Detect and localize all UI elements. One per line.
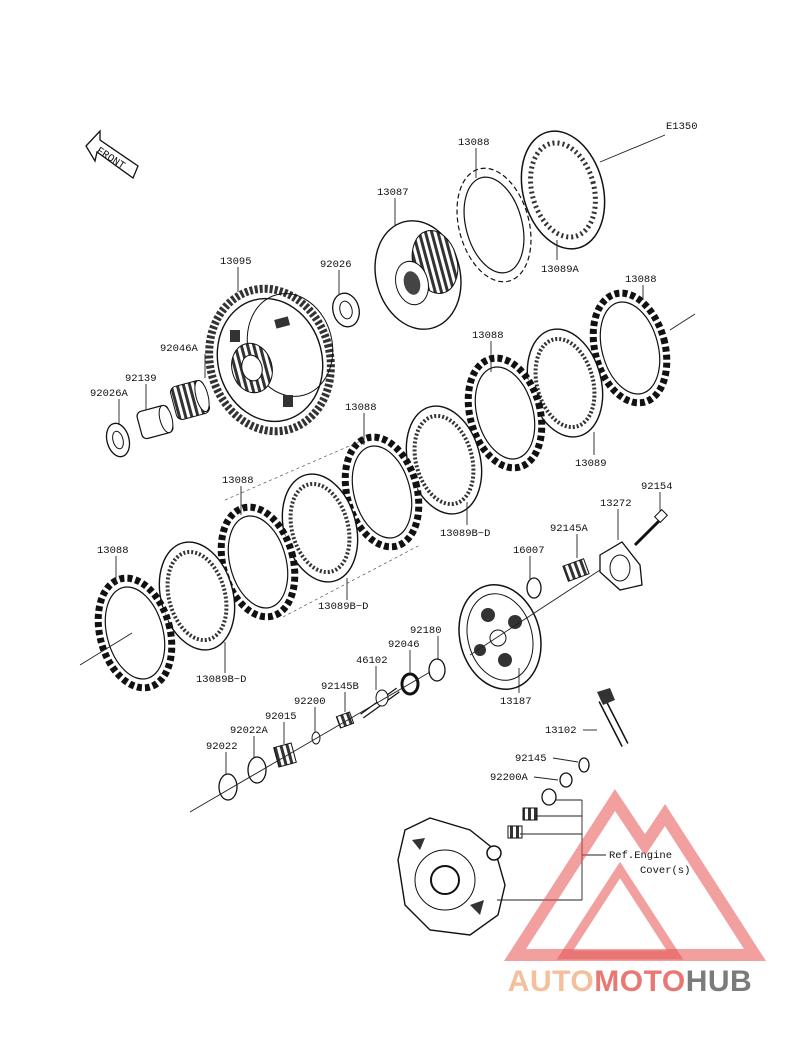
label-92139: 92139: [125, 373, 157, 385]
watermark-part-auto: AUTO: [507, 965, 595, 998]
watermark-part-hub: HUB: [685, 965, 753, 998]
steel-plate-13089: [526, 328, 604, 438]
steel-plate-left-lower: [158, 541, 236, 651]
friction-plate-middle: [341, 433, 423, 551]
washer-92026: [332, 292, 360, 328]
label-92046: 92046: [388, 639, 420, 651]
label-92154: 92154: [641, 481, 673, 493]
washer-92022a: [247, 756, 267, 784]
label-92145: 92145: [515, 753, 547, 765]
label-92026a: 92026A: [90, 388, 129, 400]
washer-92200a: [559, 772, 573, 788]
spring-92145a: [562, 558, 590, 582]
label-13089bd-right: 13089B~D: [440, 528, 490, 540]
washer-92180: [428, 658, 446, 682]
sleeve-92139: [136, 404, 174, 440]
label-92200: 92200: [294, 696, 326, 708]
automotohub-watermark: AUTOMOTOHUB: [470, 785, 790, 1000]
friction-plate-right-upper: [589, 289, 671, 407]
friction-plate-top: [456, 167, 532, 283]
label-16007: 16007: [513, 545, 545, 557]
ring-16007: [526, 577, 542, 599]
nut-92015: [273, 742, 297, 768]
label-13088-left-middle: 13088: [222, 475, 254, 487]
label-92200a: 92200A: [490, 772, 529, 784]
label-13095: 13095: [220, 256, 252, 268]
watermark-part-moto: MOTO: [594, 965, 686, 998]
release-lever-13102: [597, 688, 629, 747]
pressure-plate-13187: [458, 584, 542, 690]
label-92026: 92026: [320, 259, 352, 271]
label-13089: 13089: [575, 458, 607, 470]
label-13089a: 13089A: [541, 264, 580, 276]
label-92015: 92015: [265, 711, 297, 723]
washer-92022: [218, 773, 238, 801]
cover-small-parts: [507, 788, 557, 839]
label-92022: 92022: [206, 741, 238, 753]
label-92145a: 92145A: [550, 523, 589, 535]
label-13088-right-middle: 13088: [472, 330, 504, 342]
triangle-logo-icon: [503, 789, 766, 961]
needle-bearing-92046a: [170, 379, 210, 420]
diagram-code: E1350: [666, 121, 698, 133]
label-46102: 46102: [356, 655, 388, 667]
steel-plate-middle-2: [281, 473, 359, 583]
front-arrow-icon: FRONT: [85, 129, 139, 180]
spring-92145: [578, 757, 590, 773]
label-13087: 13087: [377, 187, 409, 199]
engine-cover: [397, 817, 506, 936]
steel-plate-13089a: [520, 130, 606, 250]
friction-plate-left-middle: [217, 503, 299, 621]
label-13088-middle: 13088: [345, 402, 377, 414]
clutch-hub-13087: [374, 220, 462, 330]
label-92022a: 92022A: [230, 725, 269, 737]
friction-plate-right-middle: [464, 354, 546, 472]
plate-13272: [599, 541, 643, 591]
label-13088-right-upper: 13088: [625, 274, 657, 286]
label-92145b: 92145B: [321, 681, 359, 693]
steel-plate-middle: [405, 405, 483, 515]
label-92180: 92180: [410, 625, 442, 637]
label-13088-top: 13088: [458, 137, 490, 149]
label-13102: 13102: [545, 725, 577, 737]
label-13088-left-lower: 13088: [97, 545, 129, 557]
bolt-92154: [633, 508, 669, 547]
watermark-text: AUTOMOTOHUB: [470, 965, 790, 999]
washer-92026a: [105, 422, 131, 458]
label-13272: 13272: [600, 498, 632, 510]
label-13187: 13187: [500, 696, 532, 708]
label-13089bd-left: 13089B~D: [196, 674, 246, 686]
label-13089bd-middle: 13089B~D: [318, 601, 368, 613]
clutch-housing-13095: [205, 284, 335, 436]
ref-engine-cover-line1: Ref.Engine: [609, 850, 672, 862]
label-92046a: 92046A: [160, 343, 199, 355]
ref-engine-cover-line2: Cover(s): [640, 865, 690, 877]
friction-plate-left-lower: [94, 574, 176, 692]
